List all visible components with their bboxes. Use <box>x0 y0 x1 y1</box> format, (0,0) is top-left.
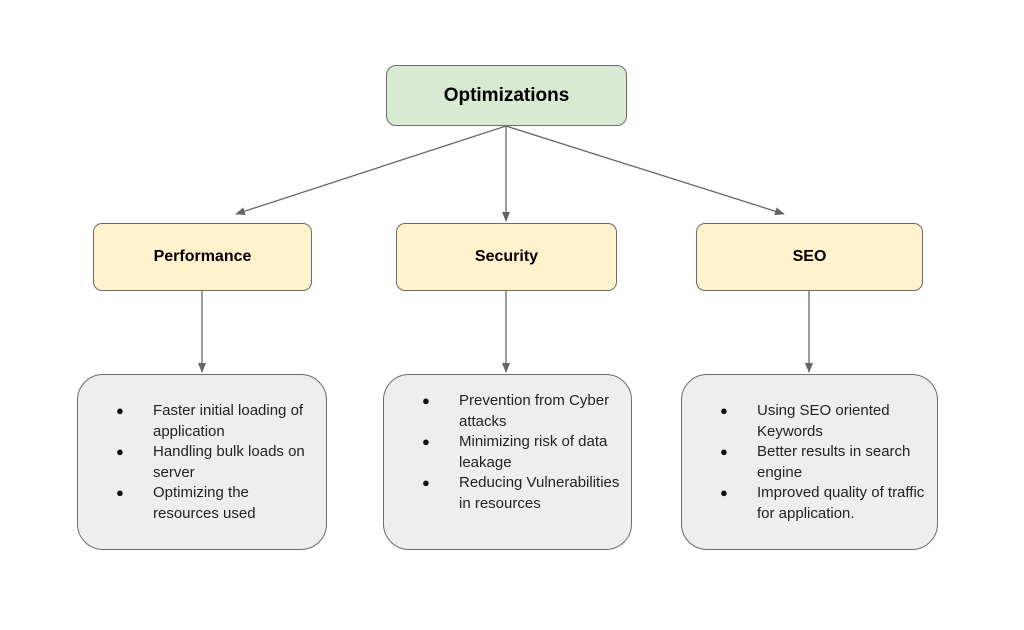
seo-details-list: ●Using SEO oriented Keywords ●Better res… <box>682 401 937 524</box>
seo-label: SEO <box>792 248 827 265</box>
performance-details-list: ●Faster initial loading of application ●… <box>78 401 326 524</box>
arrow-root-to-seo <box>505 125 785 216</box>
category-node-seo: SEO <box>696 223 923 291</box>
category-node-performance: Performance <box>93 223 312 291</box>
list-item: ●Reducing Vulnerabilities in resources <box>422 474 620 512</box>
list-item: ●Better results in search engine <box>720 443 911 481</box>
root-label: Optimizations <box>443 84 570 106</box>
list-item: ●Handling bulk loads on server <box>116 443 305 481</box>
arrow-root-to-performance <box>235 125 507 216</box>
security-details-list: ●Prevention from Cyber attacks ●Minimizi… <box>384 391 631 514</box>
list-item: ●Faster initial loading of application <box>116 402 304 440</box>
list-item: ●Prevention from Cyber attacks <box>422 392 610 430</box>
performance-label: Performance <box>153 248 252 265</box>
list-item: ●Using SEO oriented Keywords <box>720 402 890 440</box>
bullet-icon: ● <box>422 475 430 490</box>
seo-details-box: ●Using SEO oriented Keywords ●Better res… <box>681 374 938 550</box>
list-item: ●Optimizing the resources used <box>116 484 256 522</box>
category-node-security: Security <box>396 223 617 291</box>
performance-details-box: ●Faster initial loading of application ●… <box>77 374 327 550</box>
bullet-icon: ● <box>422 434 430 449</box>
security-label: Security <box>474 248 539 265</box>
list-item: ●Improved quality of traffic for applica… <box>720 484 925 522</box>
bullet-icon: ● <box>720 485 728 500</box>
bullet-icon: ● <box>720 444 728 459</box>
bullet-icon: ● <box>116 444 124 459</box>
bullet-icon: ● <box>720 403 728 418</box>
root-node: Optimizations <box>386 65 627 126</box>
security-details-box: ●Prevention from Cyber attacks ●Minimizi… <box>383 374 632 550</box>
bullet-icon: ● <box>422 393 430 408</box>
bullet-icon: ● <box>116 403 124 418</box>
list-item: ●Minimizing risk of data leakage <box>422 433 608 471</box>
bullet-icon: ● <box>116 485 124 500</box>
